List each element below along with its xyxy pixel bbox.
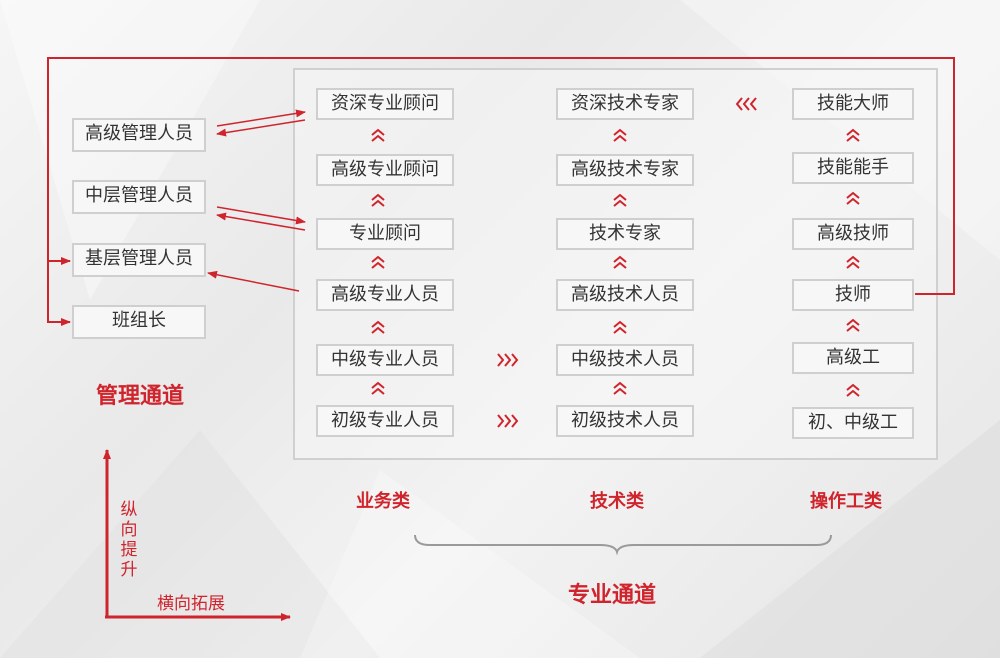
technical-role-box: 高级技术专家: [556, 154, 694, 186]
operation-role-box: 技能大师: [792, 88, 914, 120]
operation-role-box: 高级工: [792, 342, 914, 374]
business-role-box: 中级专业人员: [316, 344, 454, 376]
professional-channel-title: 专业通道: [568, 582, 657, 607]
up-chevron-icon: [846, 383, 860, 397]
right-double-chevron-icon: [497, 414, 519, 428]
technical-role-box: 初级技术人员: [556, 405, 694, 437]
up-chevron-icon: [846, 128, 860, 142]
business-role-box: 资深专业顾问: [316, 88, 454, 120]
up-chevron-icon: [613, 320, 627, 334]
business-category-label: 业务类: [356, 491, 410, 511]
left-double-chevron-icon: [735, 97, 757, 111]
vertical-promotion-label: 纵 向 提 升: [120, 500, 138, 579]
up-chevron-icon: [371, 320, 385, 334]
mgmt-business-arrows: [207, 109, 306, 292]
up-chevron-icon: [371, 255, 385, 269]
business-role-box: 初级专业人员: [316, 405, 454, 437]
technical-role-box: 技术专家: [556, 218, 694, 250]
up-chevron-icon: [371, 381, 385, 395]
operation-role-box: 初、中级工: [792, 407, 914, 439]
operation-category-label: 操作工类: [810, 491, 882, 511]
business-role-box: 高级专业人员: [316, 279, 454, 311]
category-brace: [414, 534, 832, 556]
up-chevron-icon: [371, 193, 385, 207]
technical-role-box: 中级技术人员: [556, 344, 694, 376]
up-chevron-icon: [846, 191, 860, 205]
up-chevron-icon: [613, 193, 627, 207]
technical-role-box: 资深技术专家: [556, 88, 694, 120]
up-chevron-icon: [613, 255, 627, 269]
axis-arrows: [103, 449, 291, 621]
up-chevron-icon: [371, 128, 385, 142]
mgmt-role-box: 高级管理人员: [72, 118, 206, 152]
technical-role-box: 高级技术人员: [556, 279, 694, 311]
up-chevron-icon: [846, 318, 860, 332]
management-channel-title: 管理通道: [96, 383, 185, 408]
business-role-box: 专业顾问: [316, 218, 454, 250]
horizontal-expansion-label: 横向拓展: [157, 594, 225, 613]
up-chevron-icon: [613, 128, 627, 142]
technical-category-label: 技术类: [590, 491, 644, 511]
up-chevron-icon: [613, 381, 627, 395]
operation-role-box: 高级技师: [792, 218, 914, 250]
right-double-chevron-icon: [497, 353, 519, 367]
mgmt-role-box: 中层管理人员: [72, 180, 206, 214]
mgmt-role-box: 班组长: [72, 305, 206, 339]
operation-role-box: 技师: [792, 279, 914, 311]
operation-role-box: 技能能手: [792, 152, 914, 184]
technician-loop-line: [47, 57, 955, 326]
mgmt-role-box: 基层管理人员: [72, 243, 206, 277]
up-chevron-icon: [846, 255, 860, 269]
business-role-box: 高级专业顾问: [316, 154, 454, 186]
